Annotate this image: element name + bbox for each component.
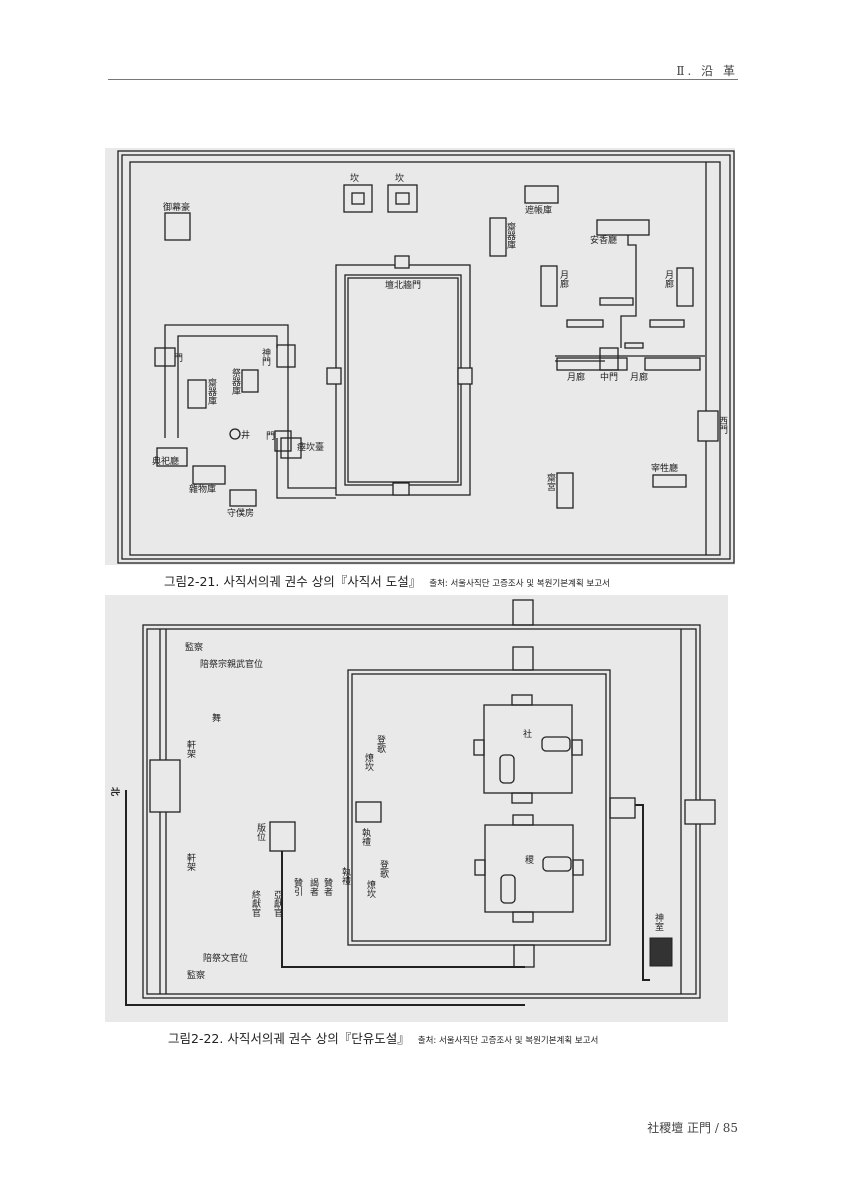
label-deunga: 登歌	[375, 735, 386, 754]
label-jik: 稷	[525, 855, 534, 866]
outer-wall	[142, 599, 716, 999]
label-yobul: 燎坎	[363, 752, 374, 772]
label-eomakcha: 御幕豪	[163, 201, 190, 213]
label-gate-east: 神門	[260, 347, 271, 367]
label-north: 北	[109, 787, 121, 796]
label-wolrang: 月廊	[630, 371, 648, 383]
label-anhyang: 安香廳	[590, 234, 617, 246]
label-mu: 舞	[210, 713, 221, 723]
label-kan: 坎	[395, 172, 404, 184]
label-baejae-mungwan: 陪祭文官位	[203, 952, 248, 964]
east-buildings	[489, 185, 719, 509]
inner-enclosure	[347, 646, 636, 968]
label-tent-storage: 遮帳庫	[525, 204, 552, 216]
procession-lines	[125, 790, 673, 1006]
label-storehouse: 齋器庫	[505, 221, 516, 250]
label-jeonsa: 典祀廳	[152, 455, 179, 467]
altar-jik	[474, 814, 584, 923]
label-gate-inner: 門	[264, 431, 275, 441]
figure2-caption: 그림2-22. 사직서의궤 권수 상의『단유도설』 출처: 서울사직단 고증조사 …	[168, 1028, 598, 1047]
caption-source: 출처: 서울사직단 고증조사 및 복원기본계획 보고서	[417, 1036, 599, 1046]
label-deunga: 登歌	[378, 860, 389, 879]
label-wolrang-left: 月廊	[558, 270, 569, 289]
label-sa: 社	[523, 728, 532, 740]
label-baejae-mugwan: 陪祭宗親武官位	[200, 658, 263, 670]
label-yobul: 燎坎	[365, 879, 376, 899]
label-jongheon: 終獻官	[250, 889, 261, 918]
caption-text: 그림2-21. 사직서의궤 권수 상의『사직서 도설』	[164, 574, 422, 589]
west-compound	[154, 324, 336, 507]
label-miscellaneous: 雜物庫	[189, 483, 216, 495]
label-storage: 齋器庫	[206, 377, 217, 406]
caption-text: 그림2-22. 사직서의궤 권수 상의『단유도설』	[168, 1031, 410, 1046]
label-gate-right: 西門	[717, 416, 728, 435]
outer-wall	[117, 150, 735, 564]
figure1-caption: 그림2-21. 사직서의궤 권수 상의『사직서 도설』 출처: 서울사직단 고증조…	[164, 571, 610, 590]
label-panwi: 版位	[255, 822, 266, 842]
kan-pits	[164, 184, 418, 241]
label-ritual-storage: 祭器庫	[230, 367, 241, 396]
page-footer: 社稷壇 正門 / 85	[647, 1121, 738, 1135]
label-heonga: 軒架	[185, 853, 196, 872]
label-chanin: 贊引	[292, 877, 303, 897]
label-jungmun: 中門	[600, 371, 618, 383]
caption-source: 출처: 서울사직단 고증조사 및 복원기본계획 보고서	[429, 579, 610, 589]
label-pavilion: 瘞坎臺	[297, 441, 324, 453]
label-gamchal-top: 監察	[185, 641, 203, 653]
altar-sa	[473, 694, 583, 804]
label-wolrang: 月廊	[567, 371, 585, 383]
label-wolrang-right: 月廊	[663, 270, 674, 289]
label-jaegung: 齋宮	[545, 472, 556, 492]
header-rule	[108, 79, 738, 80]
altar-enclosure	[326, 255, 473, 496]
label-north-gate: 壇北牆門	[385, 279, 421, 291]
label-gamchal-bottom: 監察	[187, 969, 205, 981]
label-chanja: 贊者	[322, 877, 333, 896]
label-gate-west: 門	[172, 353, 183, 363]
label-jibrye: 執禮	[340, 866, 351, 886]
label-aheon: 亞獻官	[272, 890, 283, 918]
label-well: 井	[241, 429, 250, 441]
label-jibrye: 執禮	[360, 827, 371, 847]
chapter-title: Ⅱ. 沿 革	[676, 64, 738, 78]
label-guard: 守僕房	[227, 507, 254, 519]
dan-yu-altar-plan-figure: 北 監察 陪祭宗親武官位 舞 軒架 軒架 版位 執禮 贊者 謁者 贊引 亞獻官 …	[105, 595, 728, 1022]
label-sinsil: 神室	[653, 912, 664, 931]
label-heonga: 軒架	[185, 740, 196, 759]
label-suncheon: 宰牲廳	[651, 462, 678, 474]
sajikseo-site-plan-figure: 坎 坎 御幕豪 壇北牆門 遮帳庫 齋器庫 安香廳 月廊 月廊 月廊 中門 月廊 …	[105, 148, 735, 565]
label-kan: 坎	[350, 172, 359, 184]
label-arja: 謁者	[308, 877, 319, 896]
